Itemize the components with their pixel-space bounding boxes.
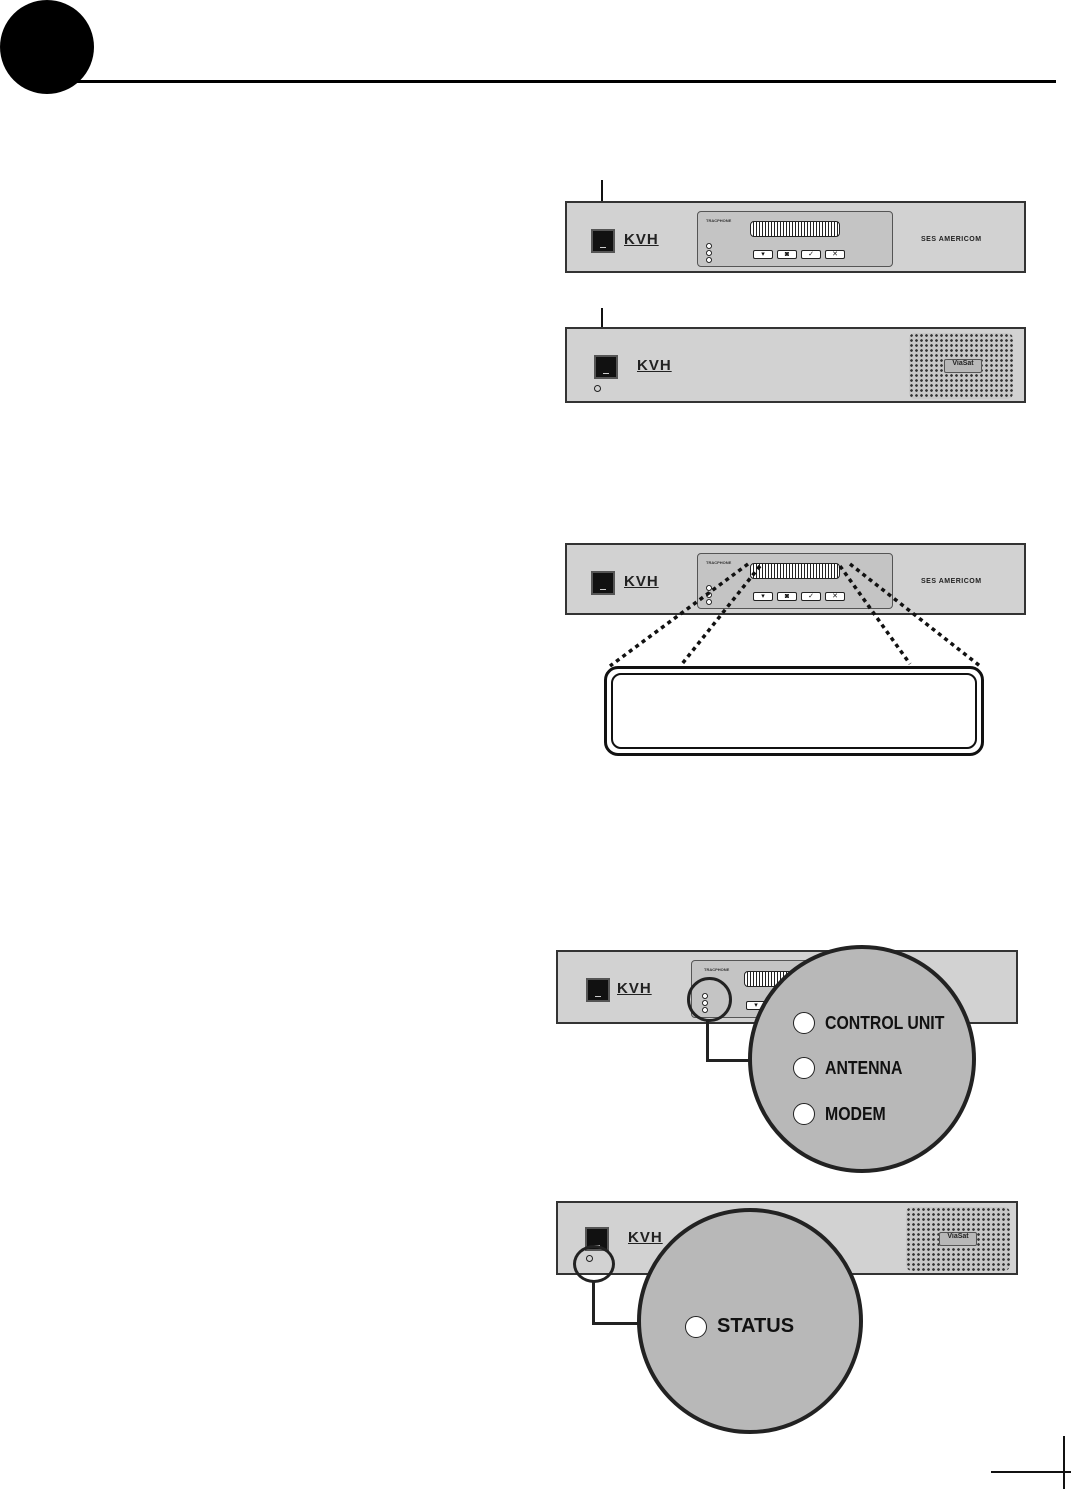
lcd-display-callout (604, 666, 984, 756)
kvh-logo: KVH (628, 1229, 663, 1246)
viasat-logo: ViaSat (939, 1232, 977, 1246)
zoom-row-control-unit: CONTROL UNIT (793, 1012, 961, 1034)
antenna-label: ANTENNA (825, 1057, 903, 1078)
kvh-logo: KVH (624, 231, 659, 248)
menu-button[interactable]: ◙ (777, 592, 797, 601)
enter-button[interactable]: ✓ (801, 592, 821, 601)
enter-button[interactable]: ✓ (801, 250, 821, 259)
down-button[interactable]: ▾ (753, 250, 773, 259)
tracphone-logo: TRACPHONE (706, 218, 732, 223)
control-unit-label: CONTROL UNIT (825, 1012, 945, 1033)
viasat-logo: ViaSat (944, 359, 982, 373)
lcd-display (750, 221, 840, 237)
menu-button[interactable]: ◙ (777, 250, 797, 259)
kvh-logo: KVH (637, 357, 672, 374)
kvh-logo: KVH (624, 573, 659, 590)
control-unit: KVH TRACPHONE ▾ ◙ ✓ ✕ SES AMERICOM (565, 543, 1026, 615)
front-panel: TRACPHONE ▾ ◙ ✓ ✕ (697, 553, 893, 609)
down-button[interactable]: ▾ (753, 592, 773, 601)
status-highlight-ring (573, 1245, 615, 1283)
led-zoom-circle: CONTROL UNIT ANTENNA MODEM (748, 945, 976, 1173)
modem-unit: KVH ViaSat (565, 327, 1026, 403)
crop-mark (991, 1471, 1071, 1473)
power-button[interactable] (591, 229, 615, 253)
zoom-connector (592, 1281, 644, 1325)
ses-americom-logo: SES AMERICOM (921, 236, 982, 243)
power-button[interactable] (586, 978, 610, 1002)
ses-americom-logo: SES AMERICOM (921, 578, 982, 585)
zoom-row-antenna: ANTENNA (793, 1057, 913, 1079)
led-highlight-ring (687, 977, 732, 1022)
modem-led-icon (793, 1103, 815, 1125)
tracphone-logo: TRACPHONE (704, 967, 730, 972)
chapter-badge (0, 0, 94, 94)
modem-label: MODEM (825, 1103, 886, 1124)
zoom-connector (706, 1020, 766, 1062)
cancel-button[interactable]: ✕ (825, 250, 845, 259)
status-led-icon (685, 1315, 707, 1338)
kvh-logo: KVH (617, 980, 652, 997)
tracphone-logo: TRACPHONE (706, 560, 732, 565)
crop-mark (1063, 1436, 1065, 1489)
antenna-led-icon (793, 1057, 815, 1079)
power-button[interactable] (594, 355, 618, 379)
zoom-row-modem: MODEM (793, 1103, 894, 1125)
cancel-button[interactable]: ✕ (825, 592, 845, 601)
status-led (594, 385, 601, 392)
status-label: STATUS (717, 1315, 795, 1337)
zoom-row-status: STATUS (685, 1315, 794, 1338)
status-zoom-circle: STATUS (637, 1208, 863, 1434)
control-unit-led-icon (793, 1012, 815, 1034)
speaker-grille (906, 1207, 1010, 1271)
control-unit: KVH TRACPHONE ▾ ◙ ✓ ✕ SES AMERICOM (565, 201, 1026, 273)
front-panel: TRACPHONE ▾ ◙ ✓ ✕ (697, 211, 893, 267)
header-rule (40, 80, 1056, 83)
power-button[interactable] (591, 571, 615, 595)
lcd-display (750, 563, 840, 579)
